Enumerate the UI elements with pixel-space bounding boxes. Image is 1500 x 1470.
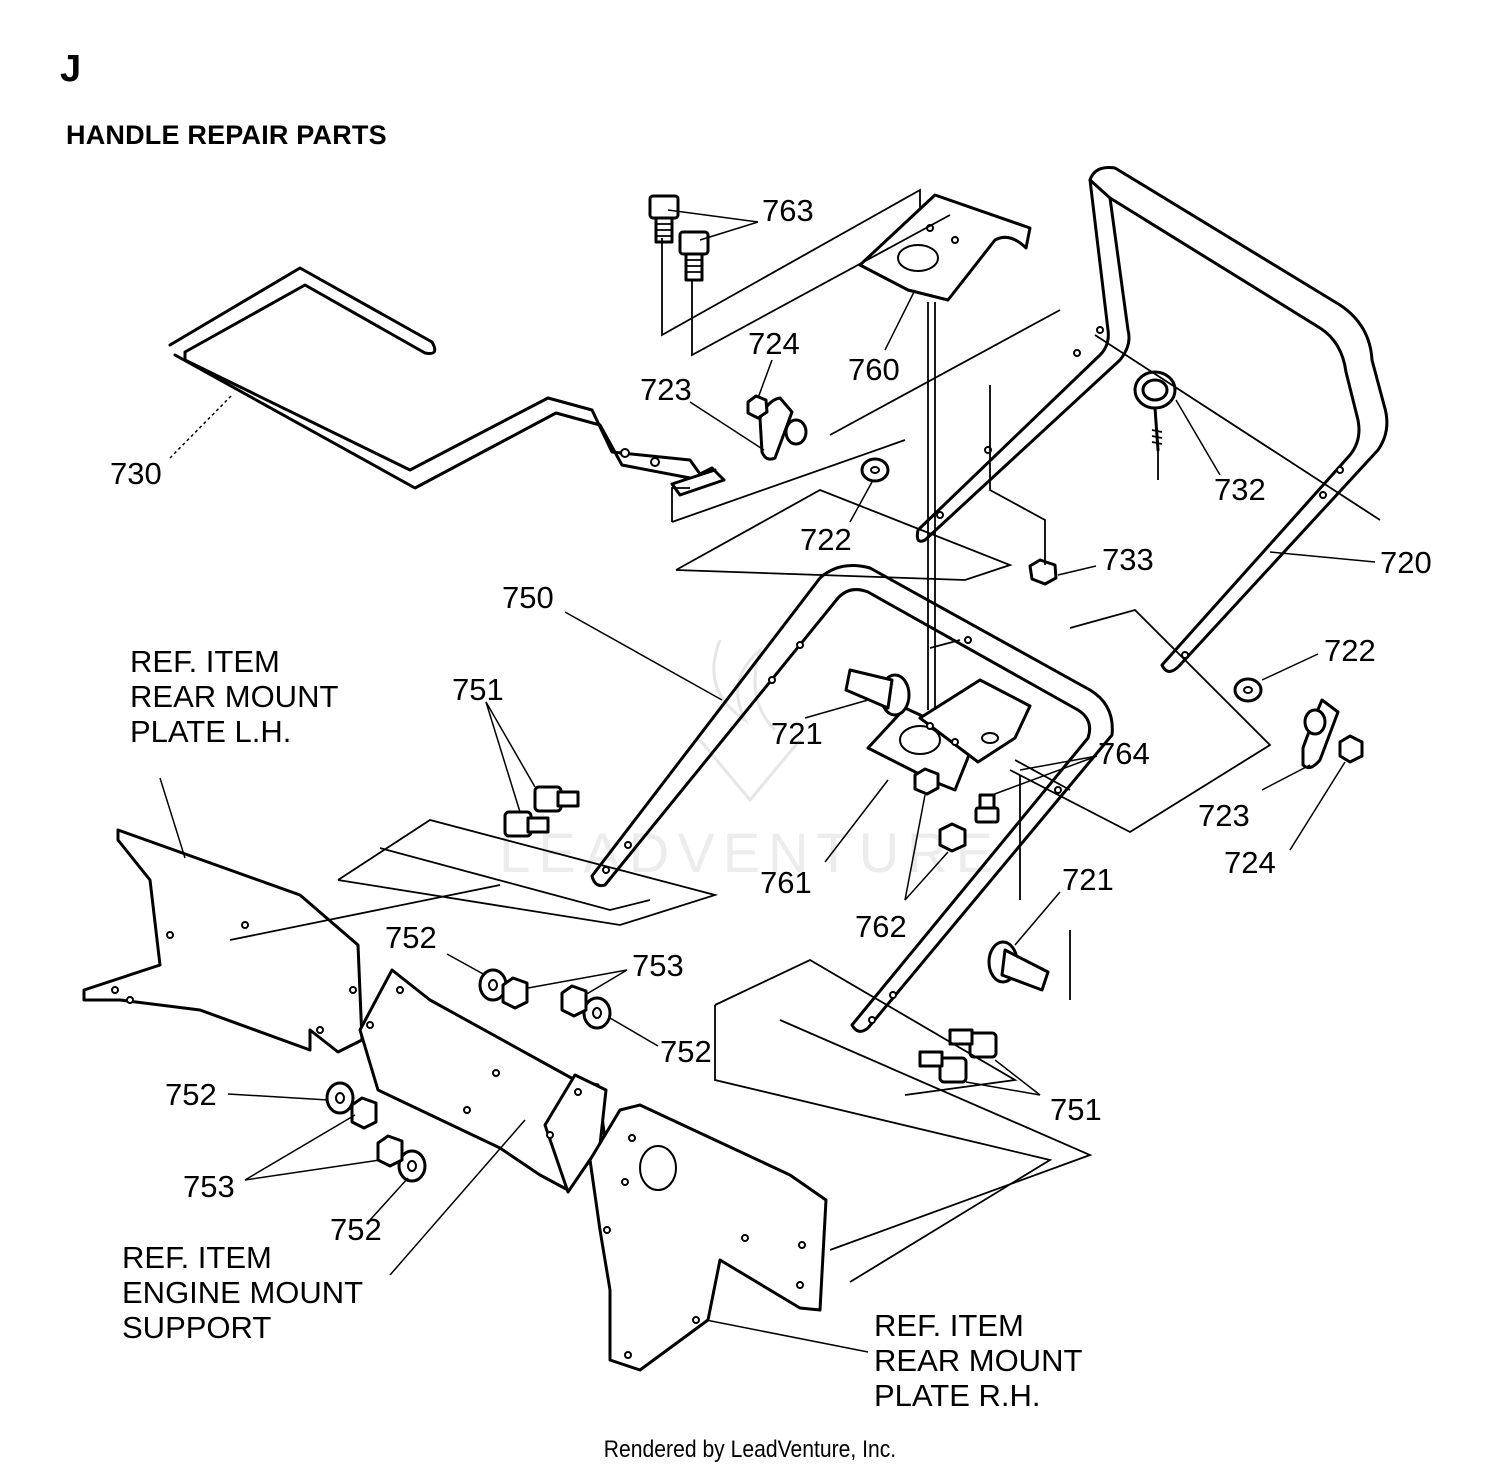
part-732-eye-bolt <box>1133 370 1177 452</box>
watermark-text: LEADVENTURE <box>499 821 1001 884</box>
ref-label-rear-mount-rh: REF. ITEM REAR MOUNT PLATE R.H. <box>874 1308 1082 1413</box>
part-730-control-bail <box>168 266 726 497</box>
callout-762: 762 <box>855 909 907 944</box>
part-751-bolts-right <box>918 1028 998 1084</box>
ref-engine-line-2: ENGINE MOUNT <box>122 1275 364 1310</box>
callout-764: 764 <box>1098 736 1150 771</box>
callout-750: 750 <box>502 580 554 615</box>
ref-rh-line-3: PLATE R.H. <box>874 1378 1041 1413</box>
part-751-bolts-left <box>503 785 580 838</box>
callout-724-upper: 724 <box>748 326 800 361</box>
ref-rear-mount-plate-rh <box>588 1103 828 1372</box>
callout-721-upper: 721 <box>771 716 823 751</box>
callout-752-d: 752 <box>330 1212 382 1247</box>
ref-lh-line-2: REAR MOUNT <box>130 679 339 714</box>
callout-720: 720 <box>1380 545 1432 580</box>
ref-engine-line-3: SUPPORT <box>122 1310 272 1345</box>
leader-lines <box>159 209 1376 1353</box>
assembly-guide-lines <box>229 188 1381 1283</box>
callout-753-lower: 753 <box>183 1169 235 1204</box>
part-733-nut <box>1028 558 1058 586</box>
part-753-nuts <box>350 976 588 1168</box>
callout-752-c: 752 <box>165 1077 217 1112</box>
callout-760: 760 <box>848 352 900 387</box>
callout-730: 730 <box>110 456 162 491</box>
section-letter: J <box>60 48 82 90</box>
part-723-knob-lower <box>1301 698 1340 770</box>
callout-724-lower: 724 <box>1224 845 1276 880</box>
callout-723-lower: 723 <box>1198 798 1250 833</box>
callout-751-right: 751 <box>1050 1092 1102 1127</box>
part-762-nuts <box>913 767 967 853</box>
ref-rh-line-1: REF. ITEM <box>874 1308 1024 1343</box>
callout-752-a: 752 <box>385 920 437 955</box>
callout-751-left: 751 <box>452 672 504 707</box>
part-761-lower-bracket <box>866 678 1032 792</box>
ref-engine-mount-support <box>358 968 608 1194</box>
footer-credit: Rendered by LeadVenture, Inc. <box>603 1436 897 1463</box>
callout-761: 761 <box>760 865 812 900</box>
callout-723-upper: 723 <box>640 372 692 407</box>
callout-733: 733 <box>1102 542 1154 577</box>
ref-engine-line-1: REF. ITEM <box>122 1240 272 1275</box>
part-760-upper-clamp <box>858 193 1032 302</box>
ref-rear-mount-plate-lh <box>82 828 364 1054</box>
part-724-nut-upper <box>746 394 769 420</box>
ref-label-engine-mount: REF. ITEM ENGINE MOUNT SUPPORT <box>122 1240 363 1345</box>
callout-753-upper: 753 <box>632 948 684 983</box>
part-724-nut-lower <box>1338 734 1364 764</box>
callout-722-lower: 722 <box>1324 633 1376 668</box>
ref-rh-line-2: REAR MOUNT <box>874 1343 1083 1378</box>
callout-labels: 763 760 724 723 730 722 732 733 720 750 … <box>110 193 1432 1247</box>
diagram-heading: HANDLE REPAIR PARTS <box>66 120 387 150</box>
part-763-bolts <box>648 194 710 282</box>
callout-732: 732 <box>1214 472 1266 507</box>
part-750-lower-handle <box>590 564 1114 1033</box>
callout-722-upper: 722 <box>800 522 852 557</box>
part-721-carriage-bolt-upper <box>844 668 911 717</box>
callout-752-b: 752 <box>660 1034 712 1069</box>
ref-label-rear-mount-lh: REF. ITEM REAR MOUNT PLATE L.H. <box>130 644 338 749</box>
callout-763: 763 <box>762 193 814 228</box>
part-720-upper-handle <box>915 166 1389 673</box>
ref-lh-line-3: PLATE L.H. <box>130 714 292 749</box>
callout-721-lower: 721 <box>1062 862 1114 897</box>
part-723-knob-upper <box>758 396 808 461</box>
part-752-washers <box>325 968 612 1183</box>
part-721-carriage-bolt-lower <box>987 940 1050 992</box>
ref-lh-line-1: REF. ITEM <box>130 644 280 679</box>
part-764-bolt <box>974 793 1000 824</box>
